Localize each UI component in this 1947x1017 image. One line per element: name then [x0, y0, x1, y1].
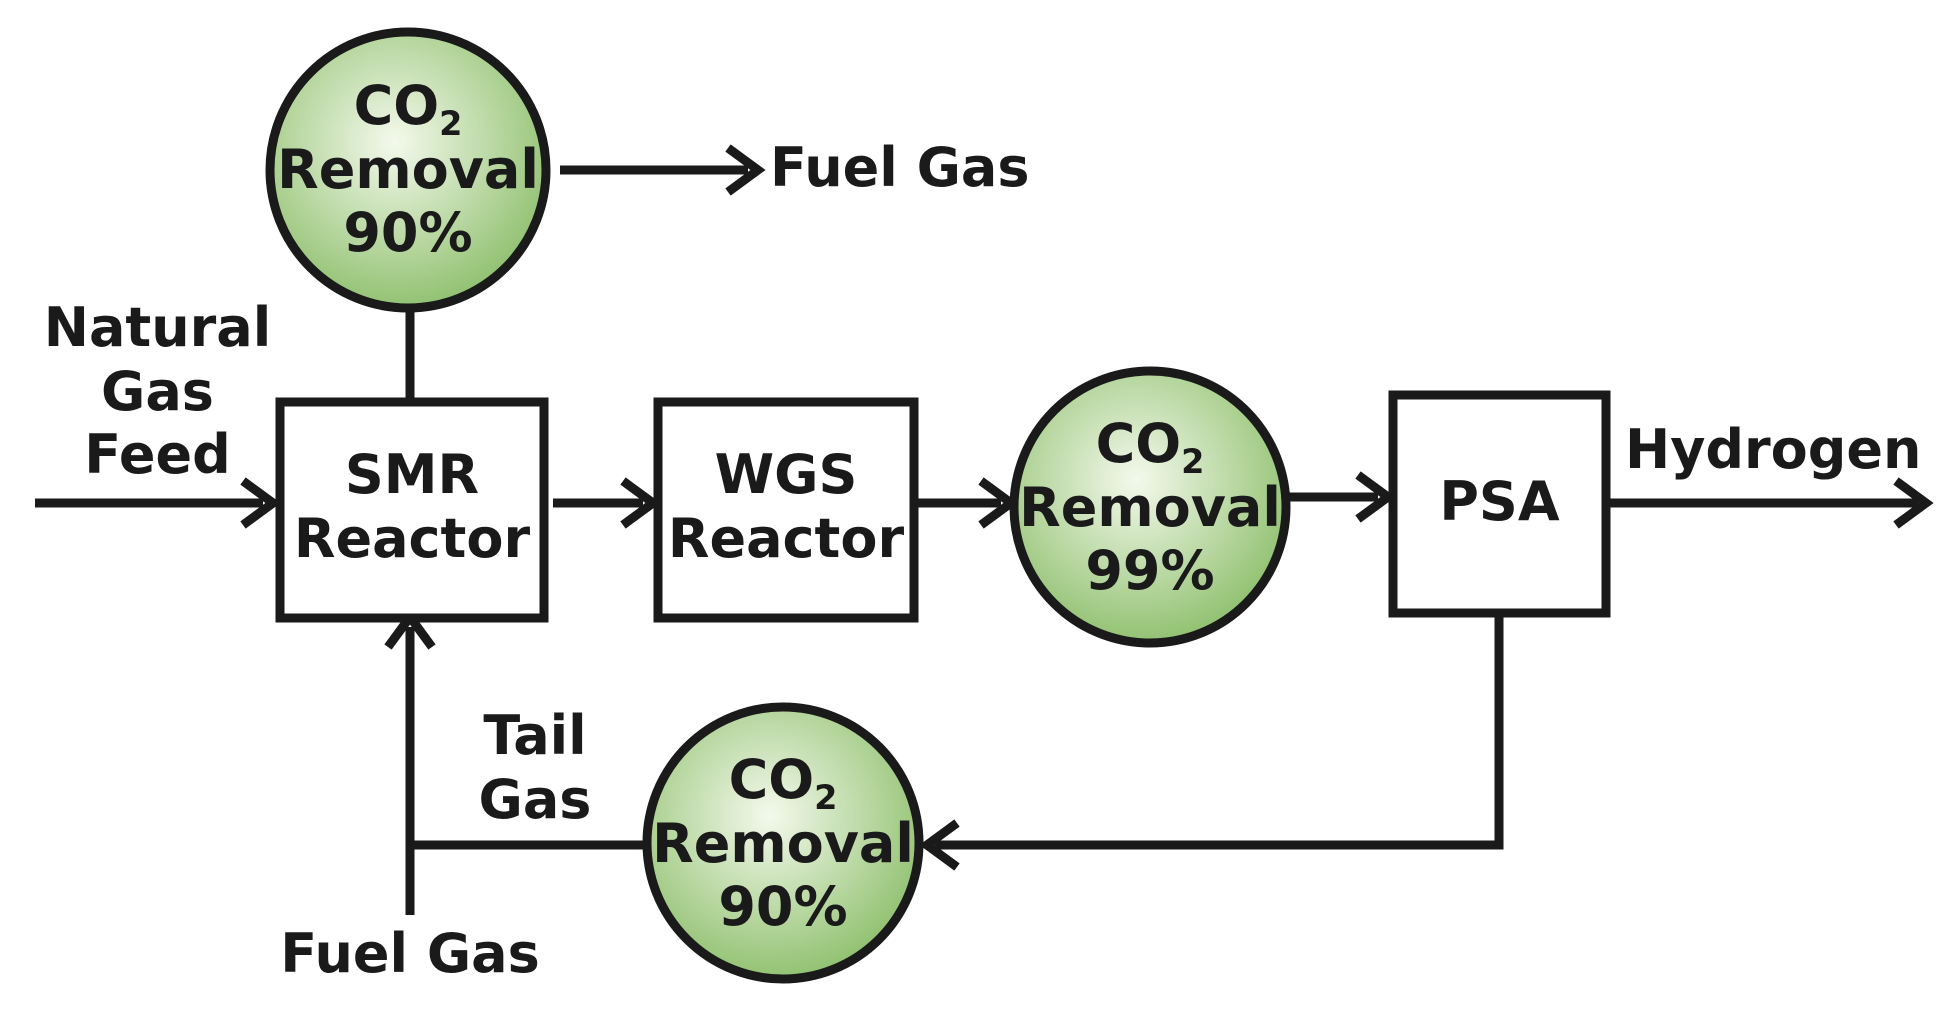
arrowhead-tail-gas-to-co2: [919, 819, 960, 871]
psa-box: [1388, 390, 1611, 618]
arrowhead-feed: [240, 477, 281, 529]
co2-removal-top-label: CO2 Removal 90%: [268, 74, 548, 265]
co2-removal-mid-circle: [1009, 366, 1291, 648]
tail-gas-line1: Tail: [483, 704, 587, 767]
co2-removal-top-formula-main: CO: [353, 74, 440, 137]
natural-gas-feed-line3: Feed: [84, 423, 231, 487]
arrowhead-smr-to-wgs: [620, 477, 661, 529]
smr-reactor-label-line1: SMR: [344, 443, 480, 506]
co2-removal-mid-percent: 99%: [1085, 539, 1215, 603]
line-psa-tail-gas-loop: [935, 613, 1504, 850]
co2-removal-bottom-percent: 90%: [718, 875, 848, 939]
natural-gas-feed-line2: Gas: [101, 359, 214, 423]
fuel-gas-inlet-text: Fuel Gas: [280, 922, 540, 985]
wgs-reactor-label-line2: Reactor: [667, 506, 905, 570]
process-units: [265, 27, 1611, 984]
co2-removal-bottom-formula-sub: 2: [814, 777, 838, 817]
co2-removal-top-formula-sub: 2: [439, 103, 463, 143]
psa-label: PSA: [1393, 470, 1606, 534]
co2-removal-top-percent: 90%: [343, 201, 473, 265]
fuel-gas-outlet-text: Fuel Gas: [770, 136, 1030, 199]
co2-removal-bottom-circle: [642, 702, 924, 984]
fuel-gas-outlet-label: Fuel Gas: [770, 136, 1029, 200]
co2-removal-bottom-formula-main: CO: [728, 748, 815, 811]
co2-removal-bottom-formula: CO2: [643, 748, 923, 817]
co2-removal-top-formula: CO2: [268, 74, 548, 143]
co2-removal-bottom-word: Removal: [652, 811, 914, 875]
natural-gas-feed-label: Natural Gas Feed: [30, 296, 285, 487]
tail-gas-label: Tail Gas: [455, 704, 615, 831]
smr-reactor-label-line2: Reactor: [293, 506, 531, 570]
co2-removal-mid-formula-sub: 2: [1181, 441, 1205, 481]
arrowhead-fuel-gas-out: [725, 144, 766, 196]
wgs-reactor-label: WGS Reactor: [658, 443, 914, 570]
co2-removal-mid-formula: CO2: [1010, 412, 1290, 481]
arrowhead-co2-mid-to-psa: [1355, 471, 1396, 523]
psa-label-text: PSA: [1439, 470, 1560, 533]
co2-removal-bottom-label: CO2 Removal 90%: [643, 748, 923, 939]
tail-gas-line2: Gas: [478, 767, 592, 831]
natural-gas-feed-line1: Natural: [43, 296, 272, 359]
co2-removal-mid-formula-main: CO: [1095, 412, 1182, 475]
co2-removal-mid-word: Removal: [1019, 475, 1281, 539]
co2-removal-mid-label: CO2 Removal 99%: [1010, 412, 1290, 603]
co2-removal-top-circle: [265, 27, 551, 313]
wgs-reactor-box: [653, 397, 919, 623]
co2-removal-top-word: Removal: [277, 137, 539, 201]
hydrogen-label: Hydrogen: [1625, 418, 1922, 482]
wgs-reactor-label-line1: WGS: [714, 443, 858, 506]
smr-reactor-label: SMR Reactor: [280, 443, 544, 570]
hydrogen-text: Hydrogen: [1625, 418, 1922, 481]
smr-reactor-box: [275, 397, 549, 623]
arrowhead-hydrogen: [1893, 477, 1934, 529]
fuel-gas-inlet-label: Fuel Gas: [250, 922, 570, 986]
